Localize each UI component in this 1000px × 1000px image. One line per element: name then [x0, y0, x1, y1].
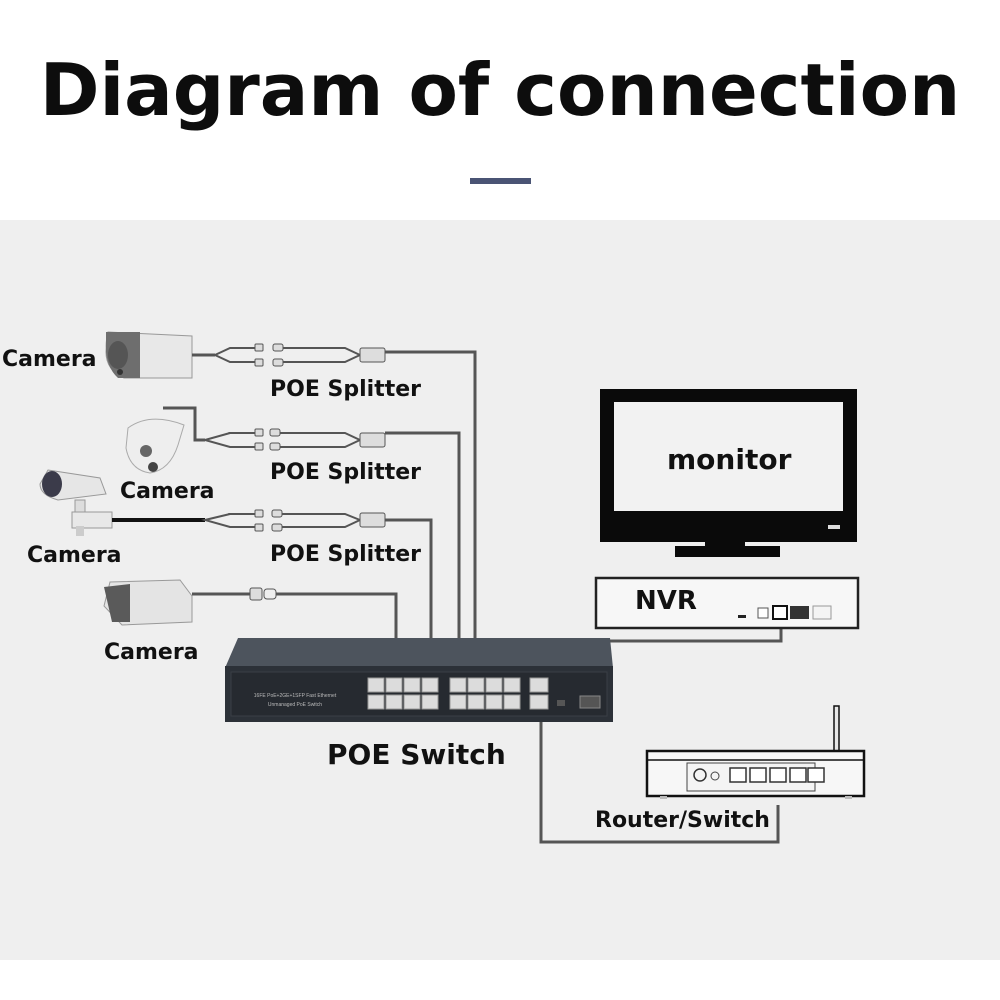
cable-camera-3-to-switch: [385, 518, 433, 650]
monitor-icon: [600, 389, 857, 557]
camera-4-label: Camera: [104, 640, 199, 665]
camera-3-label: Camera: [27, 543, 122, 568]
switch-panel-text-2: Unmanaged PoE Switch: [268, 702, 322, 708]
title-underline-divider: [470, 178, 531, 184]
camera-2-label: Camera: [120, 479, 215, 504]
sfp-port: [579, 695, 601, 709]
camera-4-icon: [103, 579, 286, 626]
uplink-ports: [529, 677, 549, 710]
camera-1-label: Camera: [2, 347, 97, 372]
cable-camera-4-to-switch: [285, 592, 398, 650]
cable-camera-1-to-switch: [385, 350, 477, 650]
poe-port-bank-2: [449, 677, 521, 710]
poe-splitter-2-label: POE Splitter: [270, 460, 421, 485]
camera-1-icon: [105, 331, 215, 379]
camera-3-icon: [39, 469, 205, 536]
switch-toggle: [557, 700, 565, 706]
nvr-icon: [594, 576, 860, 630]
poe-splitter-1-label: POE Splitter: [270, 377, 421, 402]
camera-2-icon: [125, 406, 205, 474]
poe-switch-icon: 16FE PoE+2GE+1SFP Fast Ethernet Unmanage…: [225, 638, 613, 722]
nvr-label: NVR: [635, 586, 697, 616]
switch-panel-text-1: 16FE PoE+2GE+1SFP Fast Ethernet: [254, 693, 337, 699]
router-switch-label: Router/Switch: [595, 808, 770, 833]
cable-switch-to-router: [539, 712, 780, 844]
poe-splitter-3-icon: [201, 509, 386, 532]
monitor-label: monitor: [667, 443, 792, 476]
router-icon: [645, 705, 866, 799]
poe-splitter-2-icon: [201, 428, 386, 451]
cable-camera-2-to-switch: [385, 431, 461, 650]
poe-splitter-1-icon: [212, 343, 386, 367]
poe-port-bank-1: [367, 677, 439, 710]
router-ports: [729, 767, 825, 783]
cables: [285, 350, 783, 844]
poe-splitter-3-label: POE Splitter: [270, 542, 421, 567]
poe-switch-label: POE Switch: [327, 738, 506, 771]
page-title: Diagram of connection: [39, 48, 961, 132]
